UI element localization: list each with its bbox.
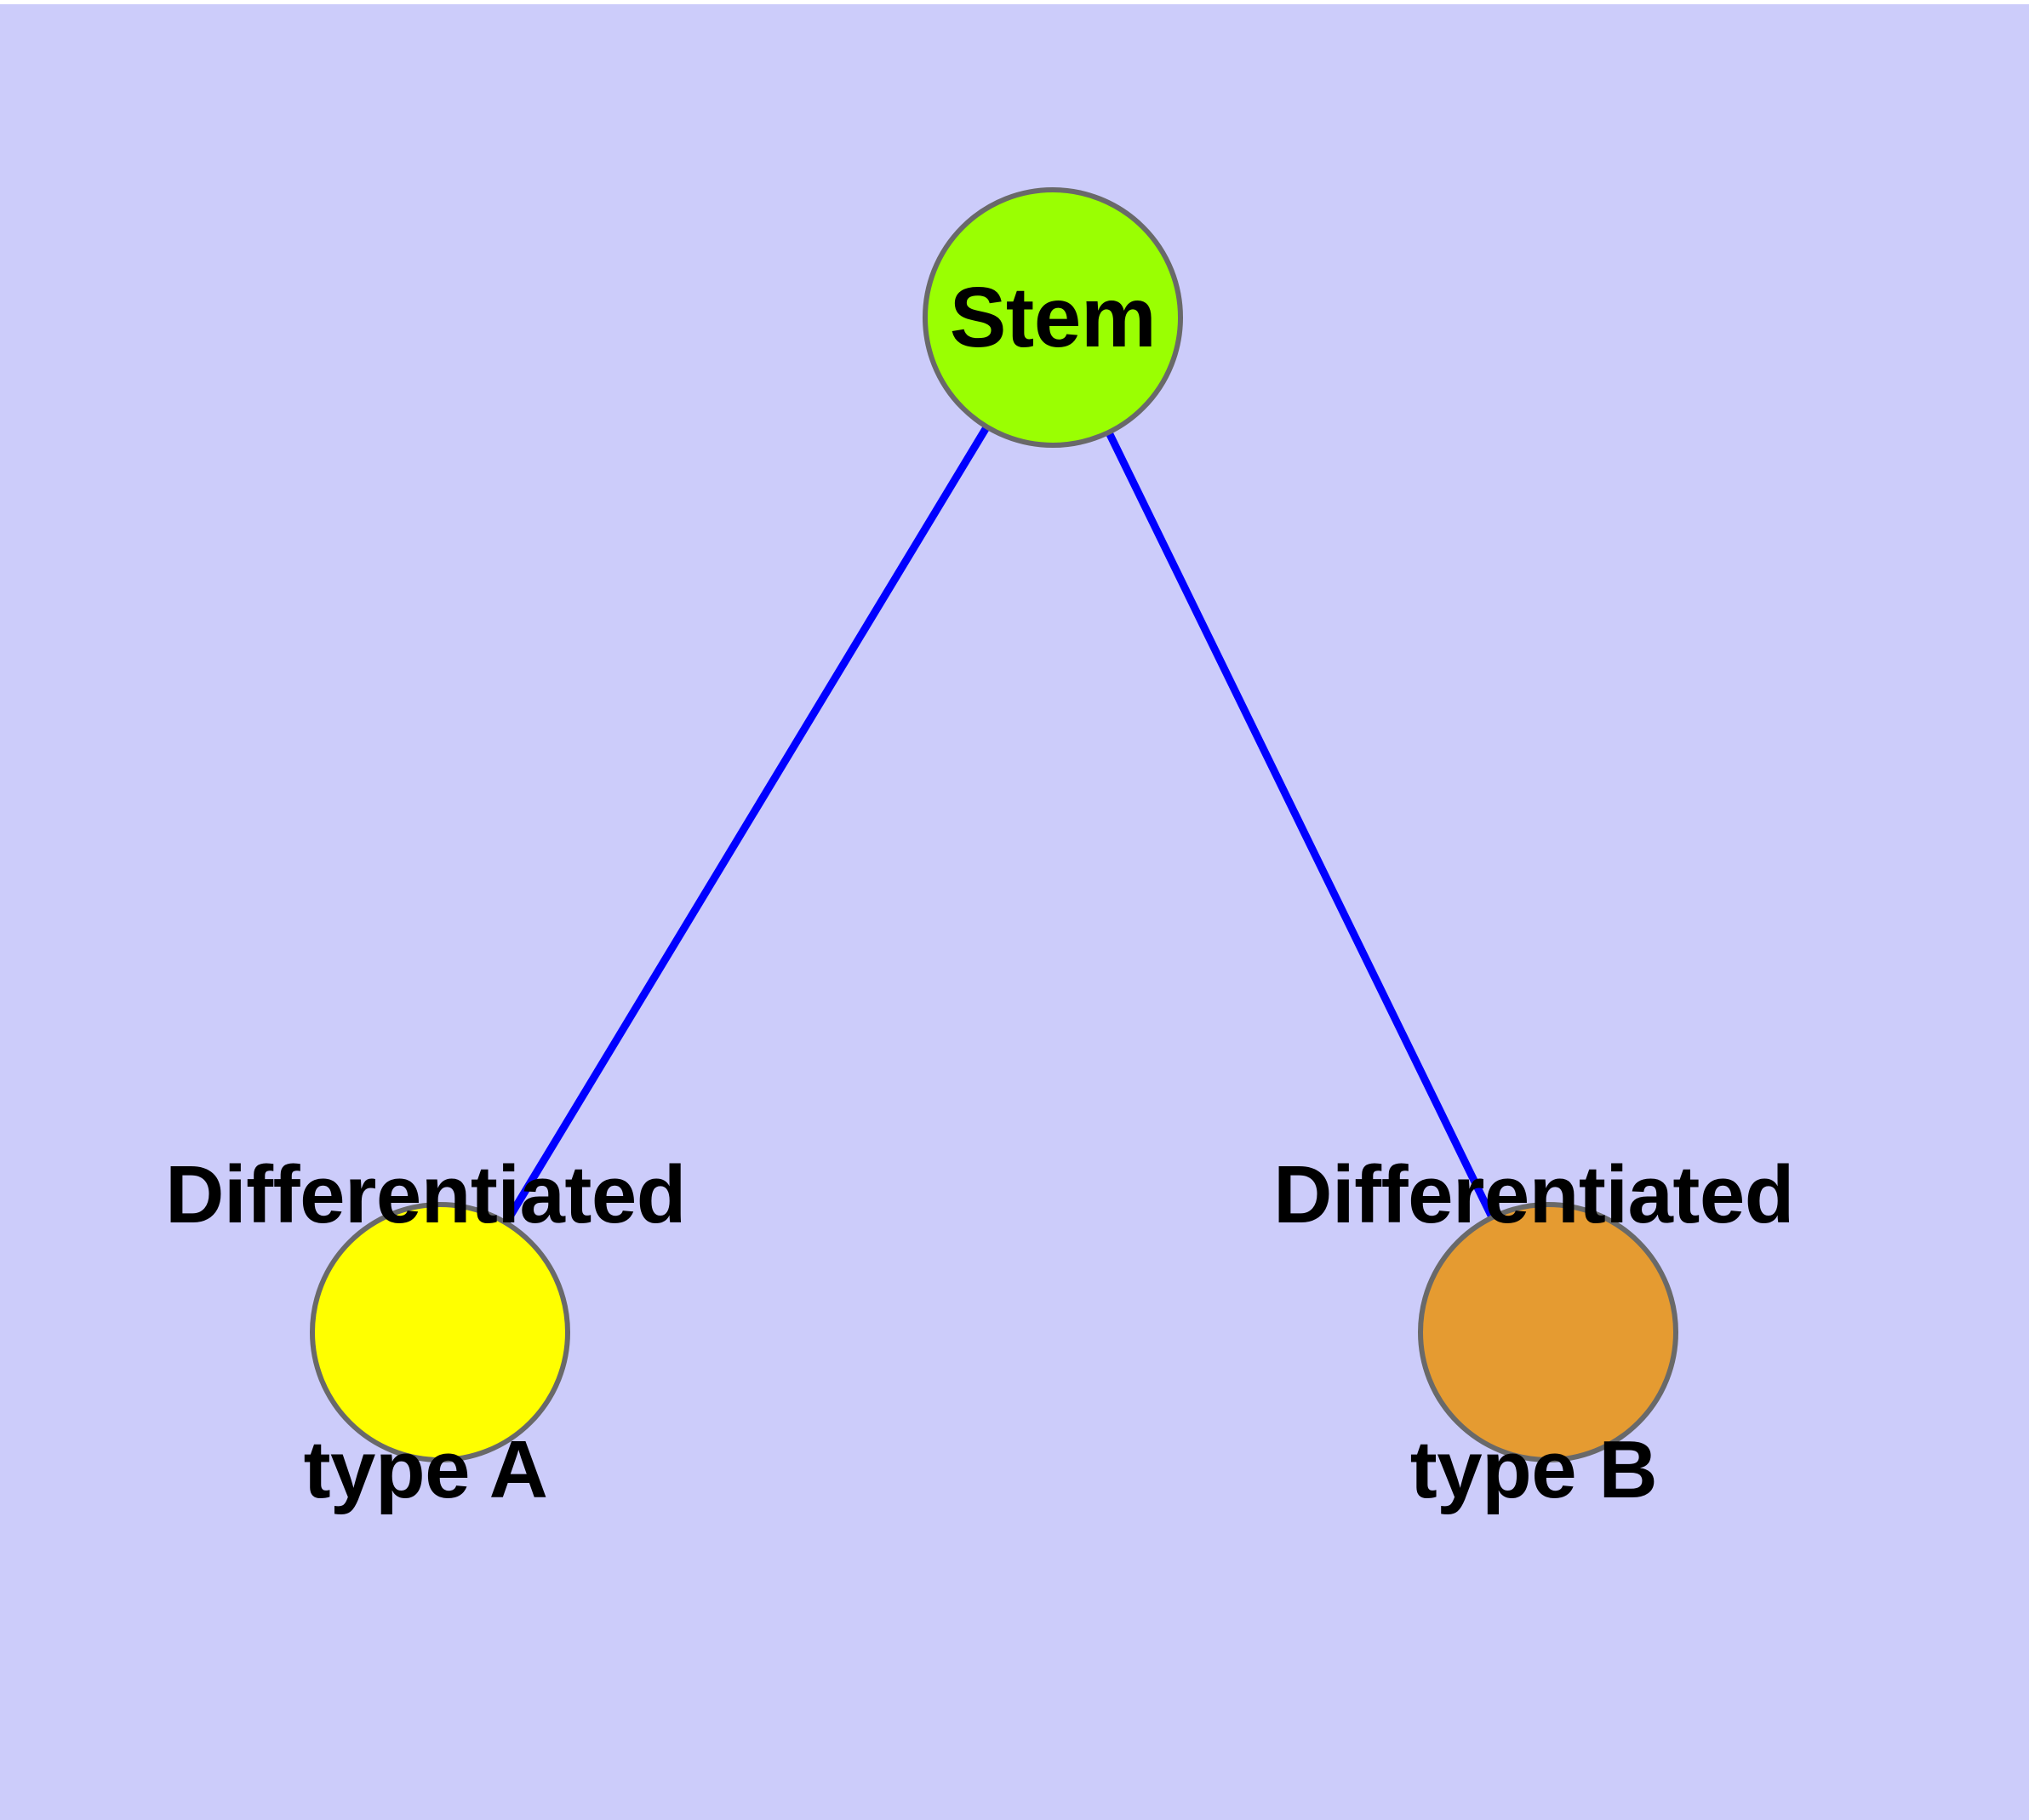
edge-stem-to-differentiated-type-b xyxy=(1105,430,1496,1220)
node-differentiated-type-a[interactable] xyxy=(310,1202,570,1462)
node-stem[interactable] xyxy=(923,187,1183,448)
edge-layer xyxy=(502,425,1496,1225)
edge-stem-to-differentiated-type-a xyxy=(502,425,991,1225)
node-layer xyxy=(310,187,1678,1462)
node-differentiated-type-b[interactable] xyxy=(1418,1202,1678,1462)
